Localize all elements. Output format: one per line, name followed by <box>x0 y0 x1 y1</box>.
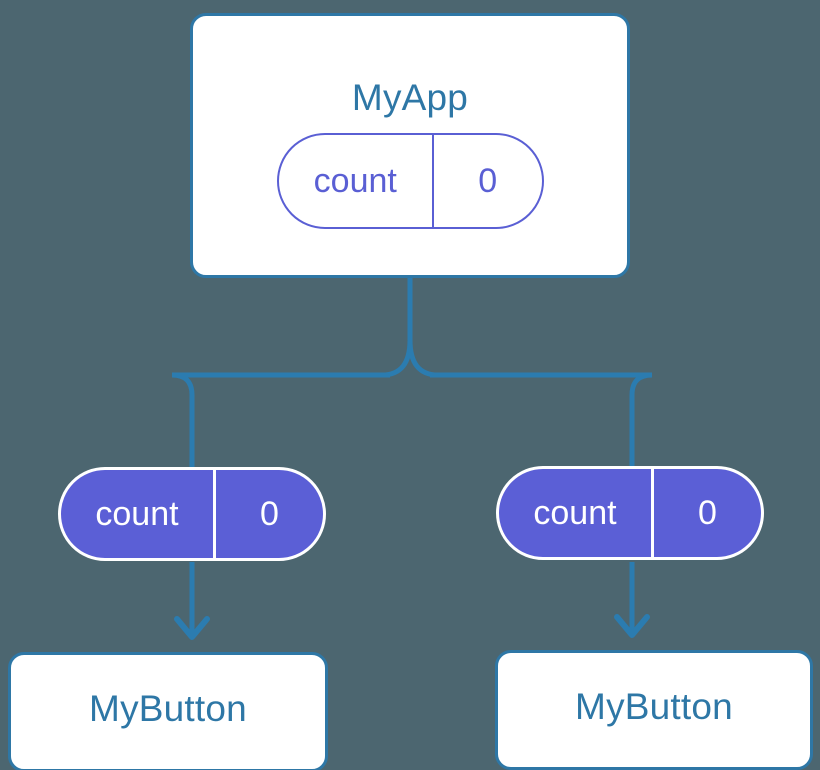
component-label-myapp: MyApp <box>351 77 469 118</box>
state-value-label: 0 <box>650 469 761 557</box>
state-key-label: count <box>313 162 397 200</box>
component-node-mybutton-right[interactable]: MyButton <box>495 650 813 770</box>
arrow-head-right-icon <box>614 614 650 638</box>
state-pill-myapp[interactable]: count 0 <box>277 133 544 229</box>
state-value-label: 0 <box>212 470 323 558</box>
state-pill-child-left[interactable]: count 0 <box>58 467 326 561</box>
component-label-mybutton: MyButton <box>89 688 247 729</box>
state-pill-child-right[interactable]: count 0 <box>496 466 764 560</box>
state-value-label: 0 <box>431 135 542 227</box>
arrow-head-left-icon <box>174 616 210 640</box>
component-node-mybutton-left[interactable]: MyButton <box>8 652 328 770</box>
component-node-myapp[interactable]: MyApp <box>190 13 630 278</box>
state-key-label: count <box>95 495 179 533</box>
component-label-mybutton: MyButton <box>575 686 733 727</box>
state-key-label: count <box>533 494 617 532</box>
